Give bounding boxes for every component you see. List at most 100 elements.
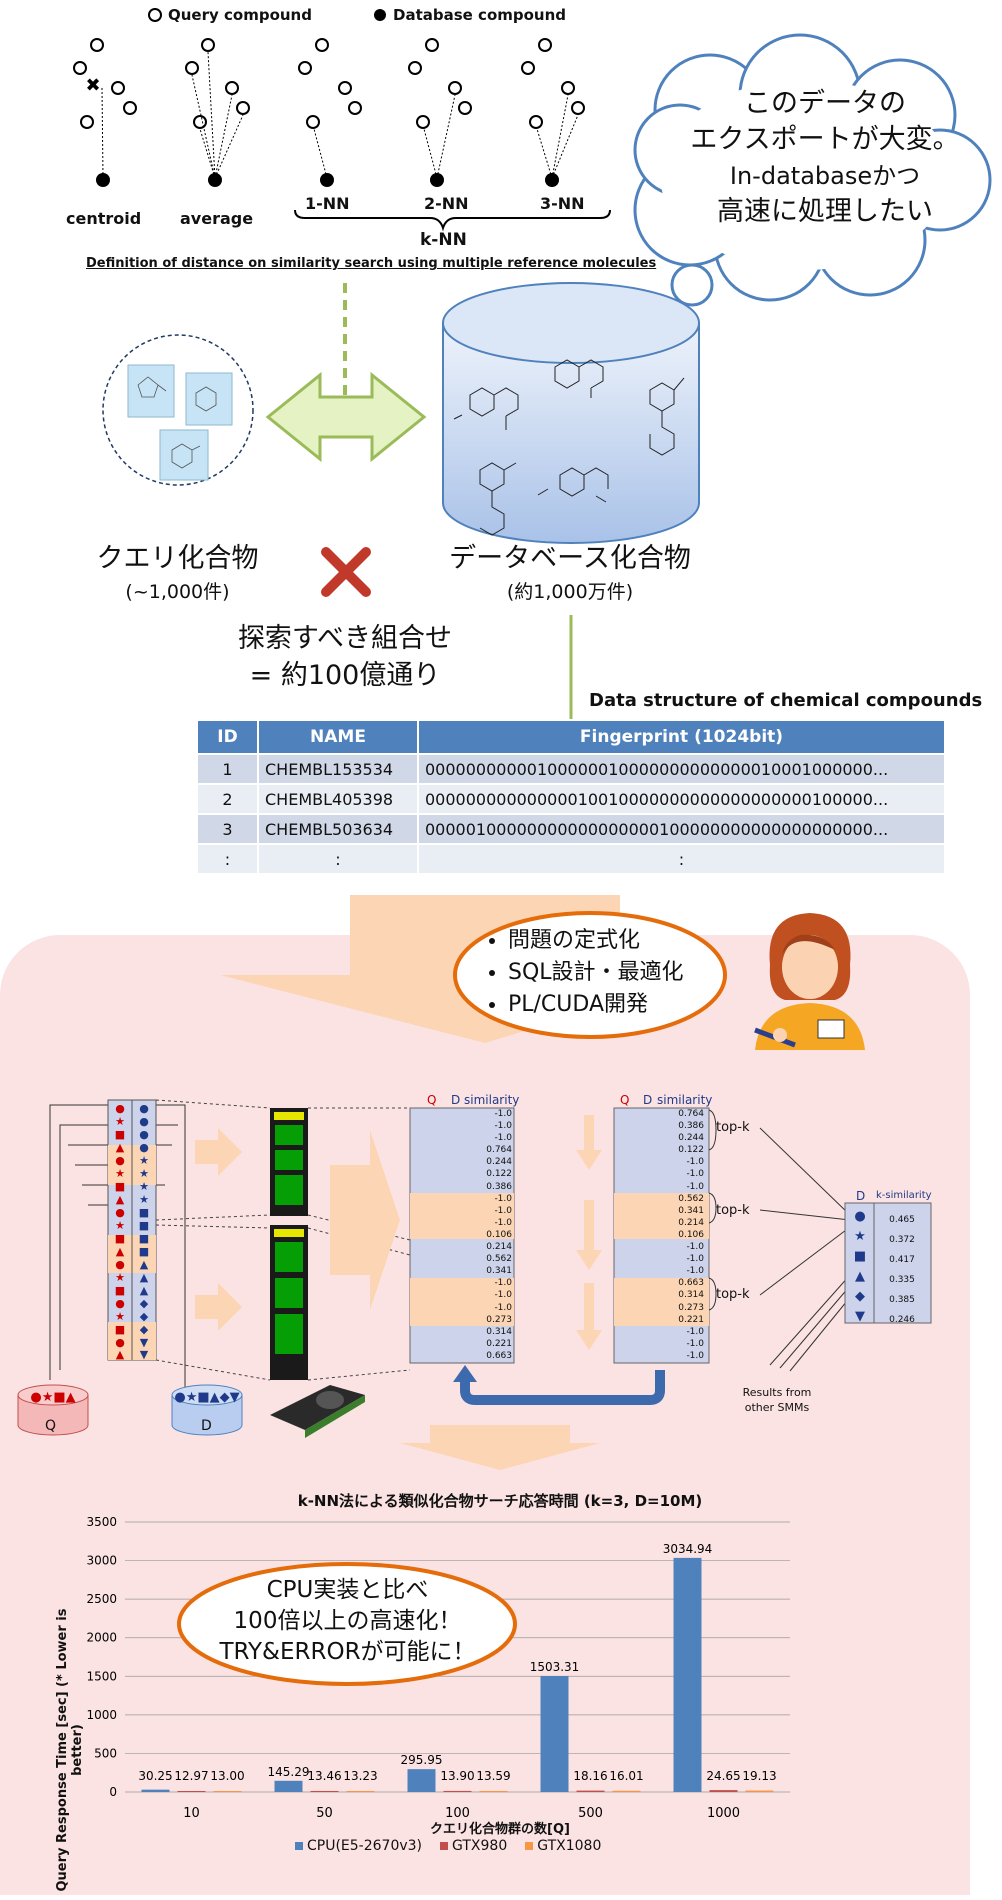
bar <box>177 1790 206 1792</box>
svg-text:■: ■ <box>854 1249 866 1264</box>
similarity-value: 0.764 <box>486 1145 512 1156</box>
table-cell-name: CHEMBL405398 <box>257 783 419 815</box>
svg-text:■: ■ <box>115 1232 125 1245</box>
table-cell-name: CHEMBL503634 <box>257 813 419 845</box>
bar <box>479 1790 508 1792</box>
similarity-value: 0.122 <box>486 1169 512 1180</box>
sim1-d-header: D <box>451 1093 461 1107</box>
sim2-d-header: D <box>643 1093 653 1107</box>
svg-text:●: ● <box>115 1258 125 1271</box>
topk-label-3: top-k <box>716 1287 750 1302</box>
bar <box>407 1769 436 1792</box>
svg-text:■: ■ <box>115 1180 125 1193</box>
d-cylinder <box>171 1384 243 1436</box>
chart-legend: CPU(E5-2670v3) GTX980 GTX1080 <box>295 1838 601 1854</box>
k-similarity-value: 0.372 <box>889 1235 915 1245</box>
svg-text:▲: ▲ <box>140 1284 149 1297</box>
sim2-q-header: Q <box>620 1093 630 1107</box>
y-tick-label: 3500 <box>86 1515 117 1529</box>
combination-line-1: 探索すべき組合せ <box>237 623 453 654</box>
bar-value-label: 18.16 <box>573 1769 607 1783</box>
combination-line-2: = 約100億通り <box>249 660 441 691</box>
graphics-card-icon <box>270 1385 365 1438</box>
sorted-similarity-value: 0.314 <box>678 1290 704 1301</box>
sorted-similarity-value: -1.0 <box>686 1254 704 1265</box>
svg-text:★: ★ <box>115 1219 125 1232</box>
svg-text:★: ★ <box>115 1115 125 1128</box>
svg-text:■: ■ <box>139 1219 149 1232</box>
svg-text:●: ● <box>139 1141 149 1154</box>
bar <box>745 1790 774 1792</box>
x-tick-label: 50 <box>316 1806 333 1821</box>
table-cell-id: 3 <box>196 813 259 845</box>
pink-panel-background <box>0 935 970 1895</box>
similarity-value: -1.0 <box>494 1205 512 1216</box>
svg-text:●: ● <box>115 1154 125 1167</box>
similarity-value: -1.0 <box>494 1109 512 1119</box>
bar-value-label: 13.00 <box>210 1769 244 1783</box>
legend-label-gtx980: GTX980 <box>452 1838 508 1854</box>
similarity-value: 0.106 <box>486 1229 512 1240</box>
x-tick-label: 1000 <box>707 1806 740 1821</box>
k-similarity-value: 0.246 <box>889 1315 915 1325</box>
sim1-q-header: Q <box>427 1093 437 1107</box>
svg-text:★: ★ <box>139 1154 149 1167</box>
bar <box>576 1790 605 1792</box>
q-db-label: Q <box>45 1418 57 1434</box>
topk-label-2: top-k <box>716 1203 750 1218</box>
average-group <box>185 38 250 187</box>
svg-text:◆: ◆ <box>140 1323 149 1336</box>
sorted-similarity-value: -1.0 <box>686 1266 704 1277</box>
similarity-value: -1.0 <box>494 1193 512 1204</box>
svg-text:●: ● <box>139 1128 149 1141</box>
similarity-value: 0.214 <box>486 1242 512 1253</box>
legend-item-cpu: CPU(E5-2670v3) <box>295 1838 422 1854</box>
x-axis-label: クエリ化合物群の数[Q] <box>430 1822 570 1837</box>
sorted-similarity-value: 0.214 <box>678 1217 704 1228</box>
svg-text:▲: ▲ <box>140 1258 149 1271</box>
query-compounds-title: クエリ化合物 <box>96 543 259 574</box>
table-cell-fingerprint: 0000000000010000001000000000000001000100… <box>417 753 946 785</box>
svg-text:★: ★ <box>139 1167 149 1180</box>
combination-text: 探索すべき組合せ = 約100億通り <box>205 620 485 694</box>
similarity-value: -1.0 <box>494 1217 512 1228</box>
centroid-label: centroid <box>66 209 142 228</box>
svg-text:■: ■ <box>115 1323 125 1336</box>
result-ksim-header: k-similarity <box>876 1190 932 1201</box>
topk-label-1: top-k <box>716 1120 750 1135</box>
speedup-callout-shape <box>177 1562 517 1686</box>
svg-text:★: ★ <box>115 1271 125 1284</box>
bar-value-label: 145.29 <box>268 1765 310 1779</box>
d-db-label: D <box>201 1418 212 1434</box>
table-cell-fingerprint: 0000010000000000000000010000000000000000… <box>417 813 946 845</box>
cloud-line-3: In-databaseかつ <box>729 162 921 190</box>
svg-text:●: ● <box>115 1336 125 1349</box>
2nn-label: 2-NN <box>424 194 469 213</box>
q-cylinder <box>17 1384 89 1436</box>
legend-query-label: Query compound <box>168 6 312 24</box>
bar <box>346 1790 375 1792</box>
sorted-similarity-value: 0.562 <box>678 1193 704 1204</box>
svg-text:■: ■ <box>139 1232 149 1245</box>
sorted-similarity-value: -1.0 <box>686 1242 704 1253</box>
sorted-similarity-value: -1.0 <box>686 1181 704 1192</box>
sorted-similarity-value: -1.0 <box>686 1157 704 1168</box>
1nn-label: 1-NN <box>305 194 350 213</box>
bar-value-label: 30.25 <box>138 1769 172 1783</box>
qd-pair-column <box>107 1099 157 1361</box>
task-list: 問題の定式化 SQL設計・最適化 PL/CUDA開発 <box>478 925 684 1021</box>
bar-value-label: 13.46 <box>307 1769 341 1783</box>
bar-value-label: 13.23 <box>343 1769 377 1783</box>
task-item: 問題の定式化 <box>508 925 684 957</box>
task-bubble <box>453 911 727 1039</box>
cloud-line-2: エクスポートが大変。 <box>690 124 960 155</box>
svg-text:★: ★ <box>139 1193 149 1206</box>
sorted-similarity-value: 0.764 <box>678 1109 704 1119</box>
table-cell-id: : <box>196 843 259 875</box>
bar <box>443 1790 472 1792</box>
sorted-similarity-value: -1.0 <box>686 1338 704 1349</box>
sorted-similarity-value: 0.273 <box>678 1302 704 1313</box>
svg-text:★: ★ <box>115 1167 125 1180</box>
k-similarity-value: 0.465 <box>889 1215 915 1225</box>
